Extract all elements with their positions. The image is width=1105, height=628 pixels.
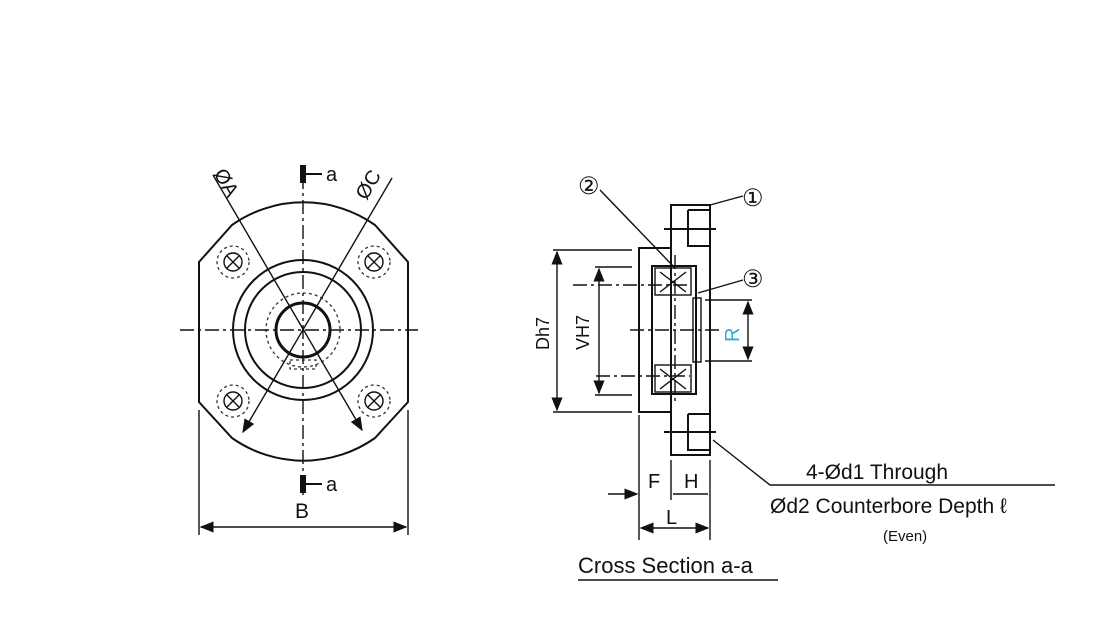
label-f: F (648, 471, 660, 493)
callout-3: ③ (697, 266, 764, 294)
svg-text:①: ① (742, 185, 764, 212)
label-r: R (722, 328, 744, 342)
note-line-3: (Even) (883, 528, 927, 545)
section-mark-top-icon (300, 165, 306, 183)
note-line-1: 4-Ød1 Through (806, 461, 948, 484)
bearing-bottom (654, 364, 692, 393)
callout-2: ② (578, 173, 676, 269)
dia-a-leader (212, 174, 363, 432)
section-mark-top: a (326, 164, 338, 186)
dia-c-leader (242, 177, 393, 434)
counterbore-bottom (664, 413, 716, 451)
label-dia-a: ØA (209, 165, 243, 202)
section-mark-bottom: a (326, 474, 338, 496)
bolt-hole (216, 245, 250, 279)
bearing-top (654, 267, 692, 296)
cross-section-view: Dh7 VH7 R ① ② ③ F H L 4-Ød1 Through (533, 173, 1055, 581)
svg-text:③: ③ (742, 266, 764, 293)
front-view: ØA ØC a a B (180, 164, 418, 535)
bolt-hole (357, 245, 391, 279)
bolt-hole (357, 384, 391, 418)
section-title: Cross Section a-a (578, 553, 754, 578)
label-dh7: Dh7 (533, 317, 553, 350)
callout-1: ① (709, 185, 764, 212)
counterbore-top (664, 209, 716, 247)
section-mark-bottom-icon (300, 475, 306, 493)
flange-outline (198, 201, 409, 462)
bolt-holes (216, 245, 391, 418)
label-vh7: VH7 (573, 315, 593, 350)
label-width-b: B (295, 500, 309, 523)
bolt-hole (216, 384, 250, 418)
note-line-2: Ød2 Counterbore Depth ℓ (770, 495, 1007, 518)
label-h: H (684, 471, 698, 493)
svg-text:②: ② (578, 173, 600, 200)
note-leader (712, 439, 1055, 486)
label-l: L (666, 507, 677, 529)
